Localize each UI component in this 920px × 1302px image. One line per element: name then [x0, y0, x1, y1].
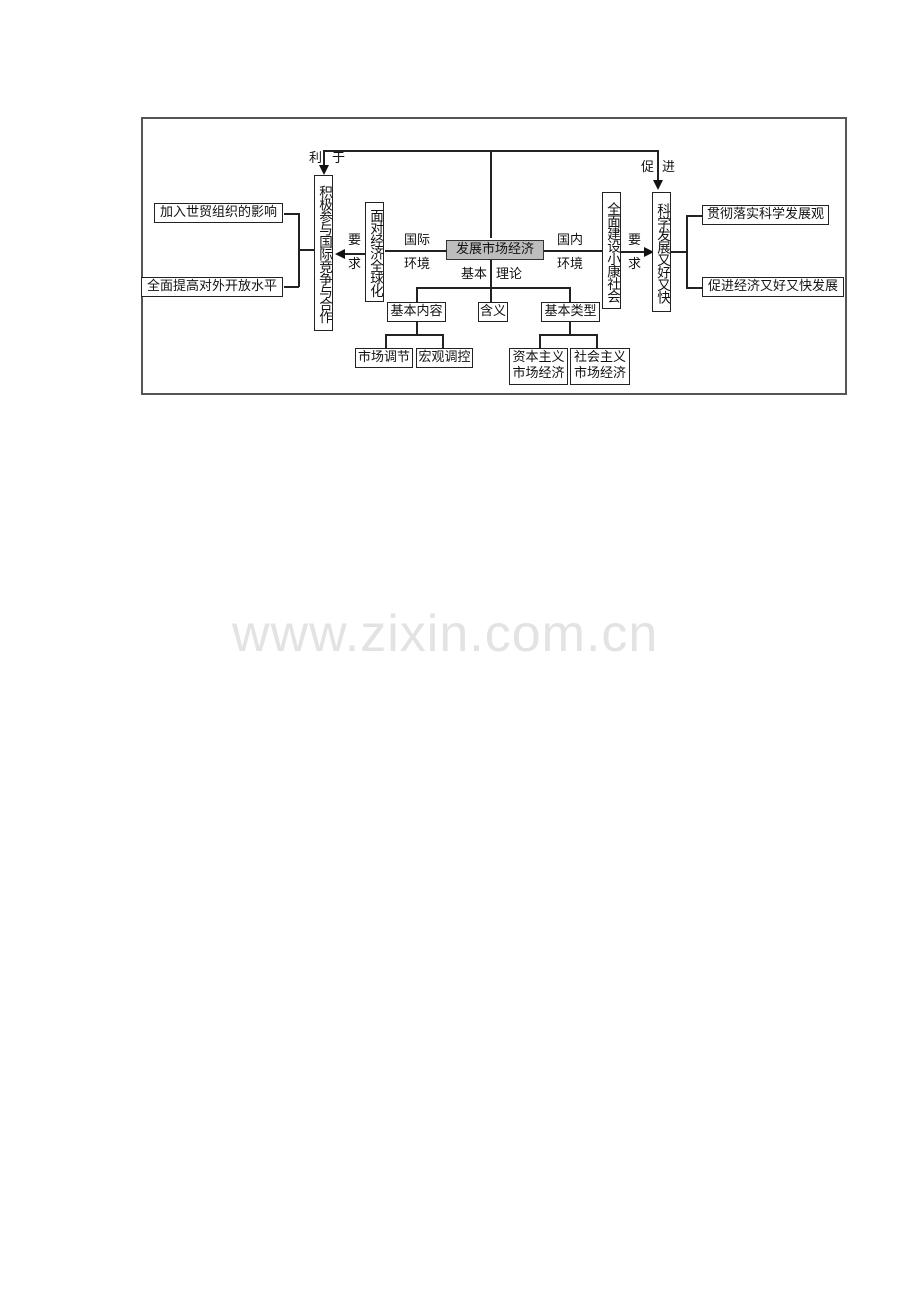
connector-right-bracket [686, 215, 688, 288]
capitalist-line1: 资本主义 [512, 350, 565, 365]
label-require-right-2: 求 [628, 257, 642, 272]
node-meaning: 含义 [478, 302, 508, 322]
label-cu: 促 [641, 160, 655, 175]
connector-center-up [490, 150, 492, 238]
node-open-level: 全面提高对外开放水平 [141, 277, 283, 297]
node-capitalist-market-economy: 资本主义 市场经济 [509, 348, 568, 385]
watermark: www.zixin.com.cn [232, 605, 659, 663]
connector-left-top [284, 213, 299, 215]
label-li: 利 [309, 151, 323, 166]
connector-top-left-down [323, 150, 325, 166]
connector-top [323, 150, 658, 152]
connector-types-down [569, 322, 571, 335]
node-globalization: 面对经济全球化 [365, 202, 384, 302]
node-basic-content: 基本内容 [387, 302, 446, 322]
connector-scidev-right [671, 251, 687, 253]
label-environment-left: 环境 [404, 257, 431, 272]
label-require-left-2: 求 [348, 257, 362, 272]
connector-to-macro [442, 334, 444, 348]
connector-to-content [416, 287, 418, 302]
socialist-line2: 市场经济 [573, 366, 626, 381]
connector-left-bracket [298, 213, 300, 287]
label-basic: 基本 [461, 267, 488, 282]
connector-to-market [385, 334, 387, 348]
node-promote-economy: 促进经济又好又快发展 [702, 277, 844, 297]
node-socialist-market-economy: 社会主义 市场经济 [570, 348, 630, 385]
connector-right-bottom [686, 287, 702, 289]
label-require-right-1: 要 [628, 233, 642, 248]
connector-to-socialist [596, 334, 598, 348]
node-develop-market-economy: 发展市场经济 [446, 240, 544, 260]
connector-left-bottom [284, 286, 299, 288]
arrow-down-right [653, 180, 663, 190]
arrow-down-left [319, 165, 329, 175]
connector-participate-left [298, 249, 314, 251]
connector-theory-bar [416, 287, 570, 289]
label-international: 国际 [404, 233, 431, 248]
label-domestic: 国内 [557, 233, 584, 248]
diagram-frame [141, 117, 847, 395]
connector-content-down [416, 322, 418, 335]
connector-to-types [569, 287, 571, 302]
connector-xiaokang-scidev [621, 251, 646, 253]
label-require-left-1: 要 [348, 233, 362, 248]
node-xiaokang-society: 全面建设小康社会 [602, 192, 621, 309]
node-macro-control: 宏观调控 [416, 348, 473, 368]
label-jin: 进 [662, 160, 676, 175]
node-wto-impact: 加入世贸组织的影响 [154, 203, 283, 223]
connector-content-bar [385, 334, 443, 336]
node-participate-competition: 积极参与国际竞争与合作 [314, 175, 333, 331]
connector-right-top [686, 215, 702, 217]
label-yu: 于 [332, 151, 346, 166]
connector-to-capitalist [539, 334, 541, 348]
arrow-right-scidev [644, 247, 654, 257]
connector-center-left [385, 250, 447, 252]
capitalist-line2: 市场经济 [512, 366, 565, 381]
connector-globalization-participate [343, 253, 365, 255]
socialist-line1: 社会主义 [573, 350, 626, 365]
connector-center-right [544, 250, 602, 252]
connector-top-right-down [657, 150, 659, 180]
arrow-left-participate [335, 249, 345, 259]
connector-types-bar [539, 334, 597, 336]
node-market-regulation: 市场调节 [355, 348, 413, 368]
connector-center-down [490, 260, 492, 303]
label-theory: 理论 [496, 267, 523, 282]
node-scientific-development: 科学发展又好又快 [652, 192, 671, 312]
label-environment-right: 环境 [557, 257, 584, 272]
node-implement-scientific-outlook: 贯彻落实科学发展观 [702, 205, 829, 225]
node-basic-types: 基本类型 [541, 302, 600, 322]
